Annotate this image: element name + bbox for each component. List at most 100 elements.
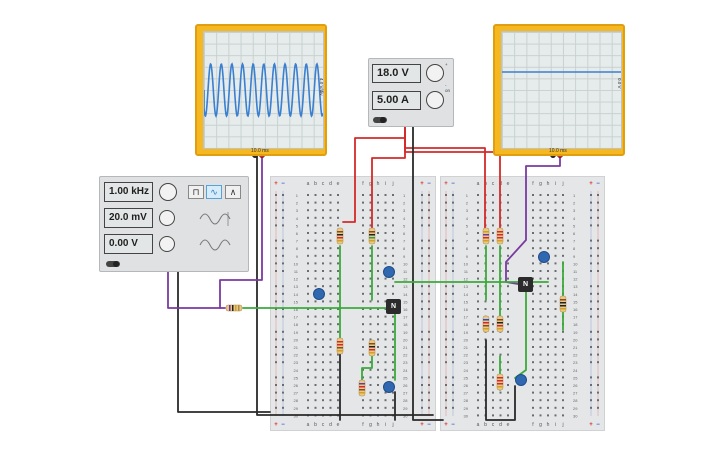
breadboard-left-grid-hole: [314, 391, 317, 394]
resistor-4-band: [369, 349, 375, 351]
breadboard-left-rail-hole: [428, 239, 430, 242]
breadboard-left-grid-hole: [377, 308, 379, 310]
breadboard-left-grid-hole: [329, 406, 332, 409]
breadboard-right-grid-hole: [477, 292, 479, 295]
breadboard-right-grid-hole: [507, 262, 509, 265]
breadboard-right-grid-hole: [547, 414, 549, 417]
oscilloscope-left[interactable]: 10.0 ms 4.0 V/div: [195, 24, 327, 156]
resistor-4-body: [368, 339, 376, 357]
triangle-wave-button[interactable]: ∧: [225, 185, 241, 199]
function-generator[interactable]: 1.00 kHz ⊓ ∿ ∧ 20.0 mV 0.00 V: [99, 176, 249, 272]
resistor-2-body: [368, 227, 376, 245]
dc-offset-knob[interactable]: [159, 236, 175, 252]
breadboard-left-rail-hole: [421, 292, 423, 295]
breadboard-left-grid-hole: [329, 315, 332, 318]
breadboard-right-rail-hole: [590, 292, 592, 295]
breadboard-left-rail-hole: [421, 353, 423, 356]
breadboard-right-grid-hole: [532, 323, 534, 326]
dc-power-supply[interactable]: 18.0 V 5.00 A + - on: [368, 58, 454, 127]
breadboard-right-grid-hole: [547, 270, 549, 272]
breadboard-left-grid-hole: [362, 376, 364, 379]
capacitor-4[interactable]: [538, 251, 550, 263]
breadboard-right-grid-hole: [477, 201, 479, 204]
breadboard-left-rail-hole: [421, 384, 423, 386]
oscilloscope-right[interactable]: 10.0 ms 0.0 V: [493, 24, 625, 156]
breadboard-left-grid-hole: [307, 239, 309, 242]
breadboard-right-grid-hole: [507, 292, 509, 295]
breadboard-left-grid-hole: [362, 308, 364, 310]
breadboard-right-col-letter: e: [507, 181, 510, 187]
breadboard-left-grid-hole: [307, 315, 309, 318]
capacitor-5[interactable]: [515, 374, 527, 386]
amplitude-knob[interactable]: [159, 210, 175, 226]
breadboard-left-grid-hole: [362, 346, 364, 348]
transistor-2[interactable]: N: [518, 277, 533, 292]
breadboard-right-grid-hole: [547, 361, 549, 364]
transistor-1[interactable]: N: [386, 299, 401, 314]
breadboard-left-grid-hole: [314, 262, 317, 265]
breadboard-left-row-num: 10: [403, 261, 408, 266]
breadboard-left-grid-hole: [314, 224, 317, 227]
breadboard-right-grid-hole: [492, 209, 494, 212]
resistor-11-band: [497, 386, 503, 388]
breadboard-left-grid-hole: [337, 224, 339, 227]
breadboard-right-row-num: 17: [464, 315, 469, 320]
square-wave-button[interactable]: ⊓: [188, 185, 204, 199]
breadboard-left-grid-hole: [377, 330, 379, 333]
current-knob[interactable]: [426, 91, 444, 109]
frequency-knob[interactable]: [159, 183, 177, 201]
breadboard-right-row-num: 25: [464, 375, 469, 380]
breadboard-right-grid-hole: [562, 247, 564, 250]
breadboard-right-col-letter: g: [539, 181, 542, 187]
capacitor-3[interactable]: [383, 381, 395, 393]
breadboard-left-grid-hole: [384, 224, 387, 227]
breadboard-left-grid-hole: [337, 353, 339, 356]
breadboard-right-rail-hole: [590, 330, 592, 333]
breadboard-right-grid-hole: [532, 262, 534, 265]
breadboard-left-row-num: 5: [403, 223, 406, 228]
capacitor-1[interactable]: [313, 288, 325, 300]
breadboard-left-rail-hole: [275, 194, 277, 196]
breadboard-left-grid-hole: [377, 376, 379, 379]
breadboard-left-grid-hole: [329, 308, 332, 310]
breadboard-right-grid-hole: [554, 376, 557, 379]
voltage-knob[interactable]: [426, 64, 444, 82]
breadboard-left-grid-hole: [322, 399, 324, 402]
breadboard-left-grid-hole: [362, 361, 364, 364]
breadboard-left-grid-hole: [384, 330, 387, 333]
wire-red-4: [404, 134, 501, 229]
breadboard-left-grid-hole: [322, 194, 324, 196]
breadboard-left-rail-sign: +: [420, 422, 424, 428]
breadboard-left-grid-hole: [384, 300, 387, 303]
breadboard-left-grid-hole: [329, 330, 332, 333]
breadboard-right-row-num: 22: [573, 353, 578, 358]
breadboard-left-row-num: 16: [403, 307, 408, 312]
capacitor-2[interactable]: [383, 266, 395, 278]
breadboard-left-grid-hole: [392, 376, 394, 379]
breadboard-left-grid-hole: [384, 406, 387, 409]
breadboard-right-grid-hole: [499, 338, 502, 341]
breadboard-right-grid-hole: [554, 201, 557, 204]
breadboard-right-rail-hole: [445, 239, 447, 242]
breadboard-right-rail-hole: [590, 254, 592, 257]
breadboard-right-row-num: 12: [464, 277, 469, 282]
breadboard-left-grid-hole: [314, 376, 317, 379]
breadboard-left-rail-hole: [275, 285, 277, 288]
breadboard-right-rail-hole: [445, 338, 447, 341]
breadboard-left-rail-hole: [428, 353, 430, 356]
breadboard-right-row-num: 1: [573, 193, 576, 198]
resistor-1: [336, 227, 344, 245]
breadboard-right-rail-hole: [590, 406, 592, 409]
breadboard-left-grid-hole: [362, 239, 364, 242]
sine-wave-button[interactable]: ∿: [206, 185, 222, 199]
breadboard-left-grid-hole: [377, 194, 379, 196]
breadboard-right-rail-hole: [452, 361, 454, 364]
breadboard-left-grid-hole: [362, 368, 364, 371]
breadboard-left-grid-hole: [322, 209, 324, 212]
breadboard-right-grid-hole: [554, 368, 557, 371]
